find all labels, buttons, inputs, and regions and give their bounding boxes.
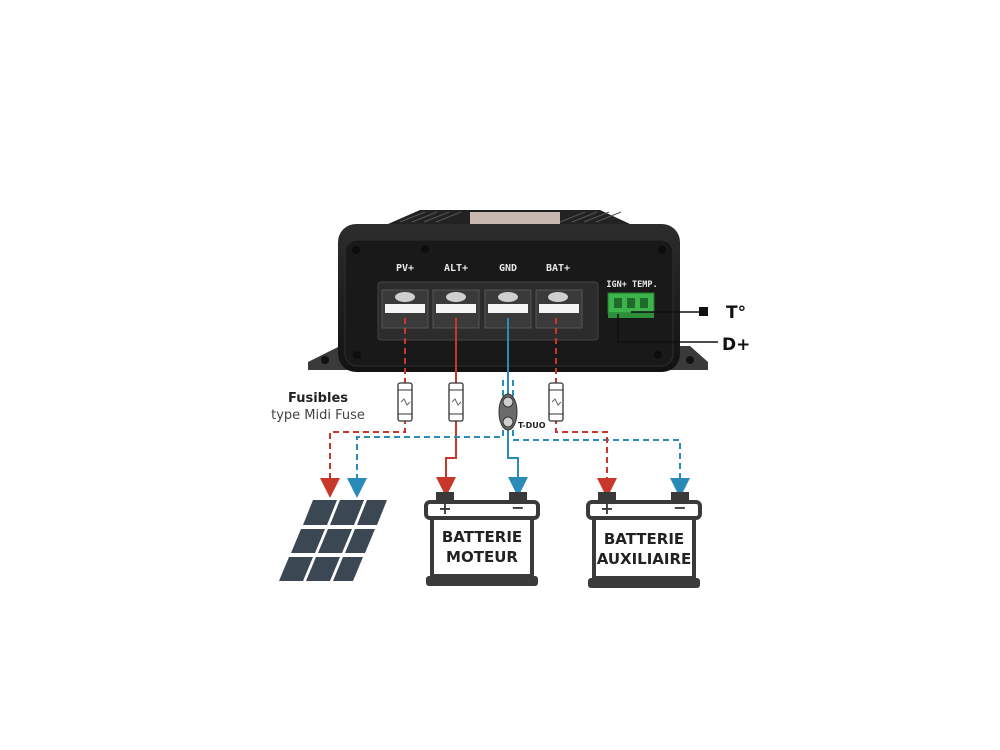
- terminal-label-gnd: GND: [499, 263, 517, 274]
- gnd-solar-wire: [347, 380, 504, 498]
- terminal-bat: [535, 289, 583, 329]
- dplus-wire: [617, 314, 718, 343]
- engine-battery-line1: BATTERIE: [442, 528, 522, 546]
- dplus-label: D+: [722, 335, 750, 355]
- terminal-label-alt: ALT+: [444, 263, 468, 274]
- connector-pins: [614, 298, 648, 308]
- aux-battery-line2: AUXILIAIRE: [597, 550, 692, 568]
- svg-text:−: −: [511, 498, 524, 517]
- aux-battery-line1: BATTERIE: [604, 530, 684, 548]
- svg-text:−: −: [673, 498, 686, 517]
- gnd-aux-wire: [512, 380, 690, 498]
- temp-sensor-square: [699, 307, 708, 316]
- gnd-engine-wire: [507, 318, 528, 497]
- bat-positive-wire: [555, 318, 617, 498]
- flange-hole-right: [686, 356, 694, 364]
- screw-top-mid: [421, 245, 429, 253]
- connector-label: IGN+ TEMP.: [606, 280, 657, 290]
- temp-label: T°: [726, 303, 746, 323]
- svg-text:+: +: [438, 499, 451, 518]
- tduo-shunt: [498, 393, 518, 431]
- fin-lines: [399, 211, 622, 223]
- solar-panel-icon: [279, 500, 387, 581]
- fuse-pv: [397, 382, 413, 422]
- terminal-label-bat: BAT+: [546, 263, 570, 274]
- fuses-subtitle: type Midi Fuse: [271, 408, 365, 423]
- signal-wires: [617, 311, 718, 343]
- fuse-alt: [448, 382, 464, 422]
- terminal-label-pv: PV+: [396, 263, 414, 274]
- fuse-bat: [548, 382, 564, 422]
- engine-battery-line2: MOTEUR: [446, 548, 518, 566]
- engine-battery-icon: + −: [424, 492, 540, 586]
- top-label-strip: [470, 212, 560, 224]
- aux-battery-icon: + −: [586, 492, 702, 588]
- screw-top-left: [352, 246, 360, 254]
- svg-text:+: +: [600, 499, 613, 518]
- screw-bottom-left: [353, 351, 361, 359]
- pv-positive-wire: [320, 318, 406, 498]
- flange-hole-left: [321, 356, 329, 364]
- screw-top-right: [658, 246, 666, 254]
- tduo-label: T-DUO: [518, 421, 546, 430]
- screw-bottom-right: [654, 351, 662, 359]
- dc-dc-charger: PV+ ALT+ GND BAT+ IGN+ TEMP.: [308, 210, 708, 372]
- terminal-alt: [432, 289, 480, 329]
- fuses-title: Fusibles: [288, 391, 348, 406]
- connector-base: [608, 313, 654, 318]
